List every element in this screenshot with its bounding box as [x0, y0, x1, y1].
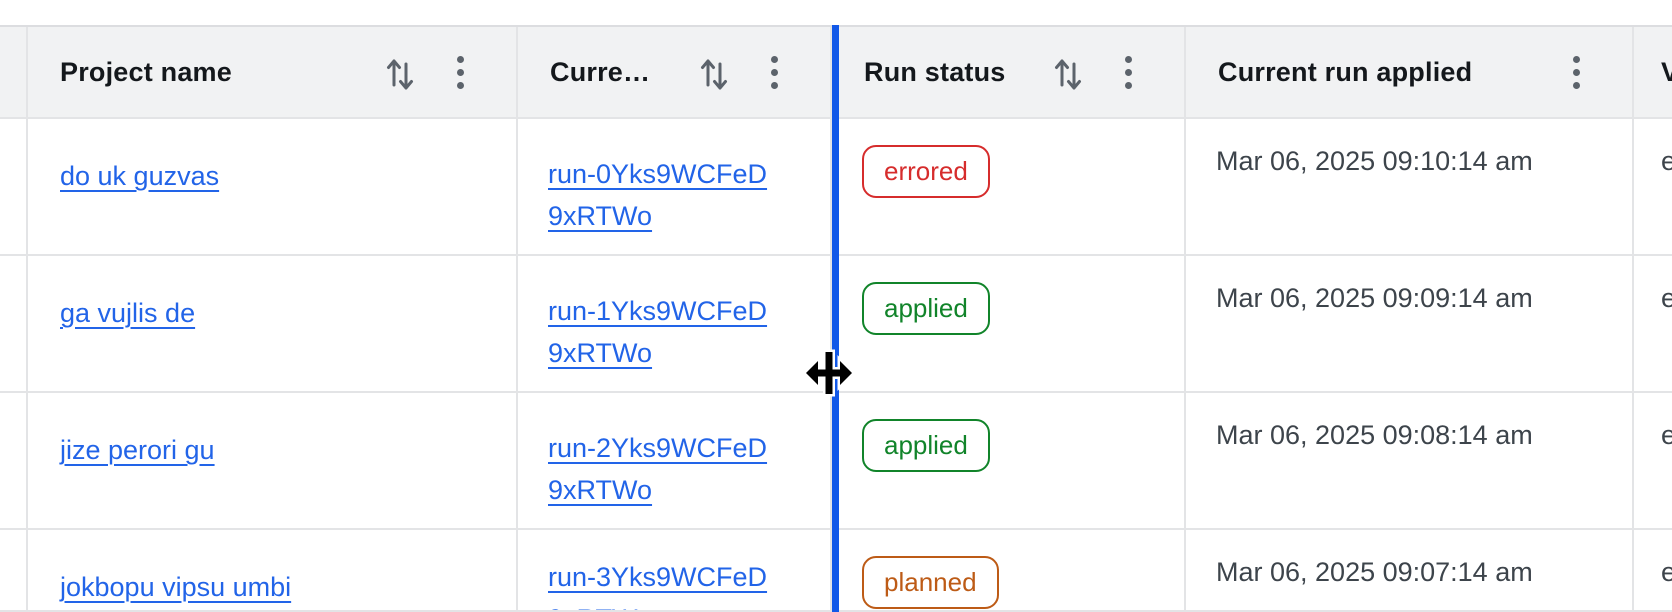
project-link[interactable]: jize perori gu [60, 435, 215, 465]
current-run-cell: run-2Yks9WCFeD9xRTWo [518, 393, 832, 530]
partial-cell: e [1634, 393, 1672, 530]
partial-cell: e [1634, 119, 1672, 256]
run-link[interactable]: run-1Yks9WCFeD9xRTWo [548, 296, 768, 368]
row-gutter-cell [0, 119, 28, 256]
current-run-cell: run-3Yks9WCFeD9xRTWo [518, 530, 832, 612]
column-header-current-run: Curren… [518, 27, 832, 119]
run-status-cell: applied [832, 256, 1186, 393]
column-menu-icon[interactable] [771, 52, 778, 93]
sort-icon[interactable] [1053, 52, 1083, 92]
project-name-cell: jokbopu vipsu umbi [28, 530, 518, 612]
project-name-cell: do uk guzvas [28, 119, 518, 256]
sort-icon[interactable] [385, 52, 415, 92]
col-resize-cursor-icon [803, 349, 855, 397]
column-menu-icon[interactable] [1125, 52, 1132, 93]
sort-icon[interactable] [699, 52, 729, 92]
current-run-applied-cell: Mar 06, 2025 09:10:14 am [1186, 119, 1634, 256]
column-resize-indicator-line[interactable] [832, 25, 839, 612]
row-gutter-cell [0, 256, 28, 393]
status-badge: applied [862, 419, 990, 472]
current-run-applied-cell: Mar 06, 2025 09:08:14 am [1186, 393, 1634, 530]
run-status-cell: applied [832, 393, 1186, 530]
header-gutter-cell [0, 27, 28, 119]
project-link[interactable]: do uk guzvas [60, 161, 220, 191]
column-label: Project name [60, 56, 232, 87]
row-gutter-cell [0, 530, 28, 612]
current-run-applied-cell: Mar 06, 2025 09:09:14 am [1186, 256, 1634, 393]
run-link[interactable]: run-3Yks9WCFeD9xRTWo [548, 562, 768, 610]
run-status-cell: errored [832, 119, 1186, 256]
project-link[interactable]: ga vujlis de [60, 298, 196, 328]
column-menu-icon[interactable] [1573, 52, 1580, 93]
column-header-partial: V [1634, 27, 1672, 119]
current-run-cell: run-1Yks9WCFeD9xRTWo [518, 256, 832, 393]
row-gutter-cell [0, 393, 28, 530]
current-run-cell: run-0Yks9WCFeD9xRTWo [518, 119, 832, 256]
column-header-project-name: Project name [28, 27, 518, 119]
project-link[interactable]: jokbopu vipsu umbi [60, 572, 292, 602]
partial-cell: e [1634, 256, 1672, 393]
column-menu-icon[interactable] [457, 52, 464, 93]
column-label: Run status [864, 56, 1006, 87]
status-badge: applied [862, 282, 990, 335]
status-badge: errored [862, 145, 990, 198]
partial-cell: e [1634, 530, 1672, 612]
run-status-cell: planned [832, 530, 1186, 612]
run-link[interactable]: run-0Yks9WCFeD9xRTWo [548, 159, 768, 231]
column-label: Current run applied [1218, 56, 1473, 87]
column-label: Curren… [550, 56, 657, 87]
current-run-applied-cell: Mar 06, 2025 09:07:14 am [1186, 530, 1634, 612]
runs-table: Project name Curren… Run status [0, 25, 1672, 612]
column-header-current-run-applied: Current run applied [1186, 27, 1634, 119]
project-name-cell: ga vujlis de [28, 256, 518, 393]
run-link[interactable]: run-2Yks9WCFeD9xRTWo [548, 433, 768, 505]
column-header-run-status: Run status [832, 27, 1186, 119]
column-label: V [1661, 57, 1672, 88]
project-name-cell: jize perori gu [28, 393, 518, 530]
status-badge: planned [862, 556, 999, 609]
